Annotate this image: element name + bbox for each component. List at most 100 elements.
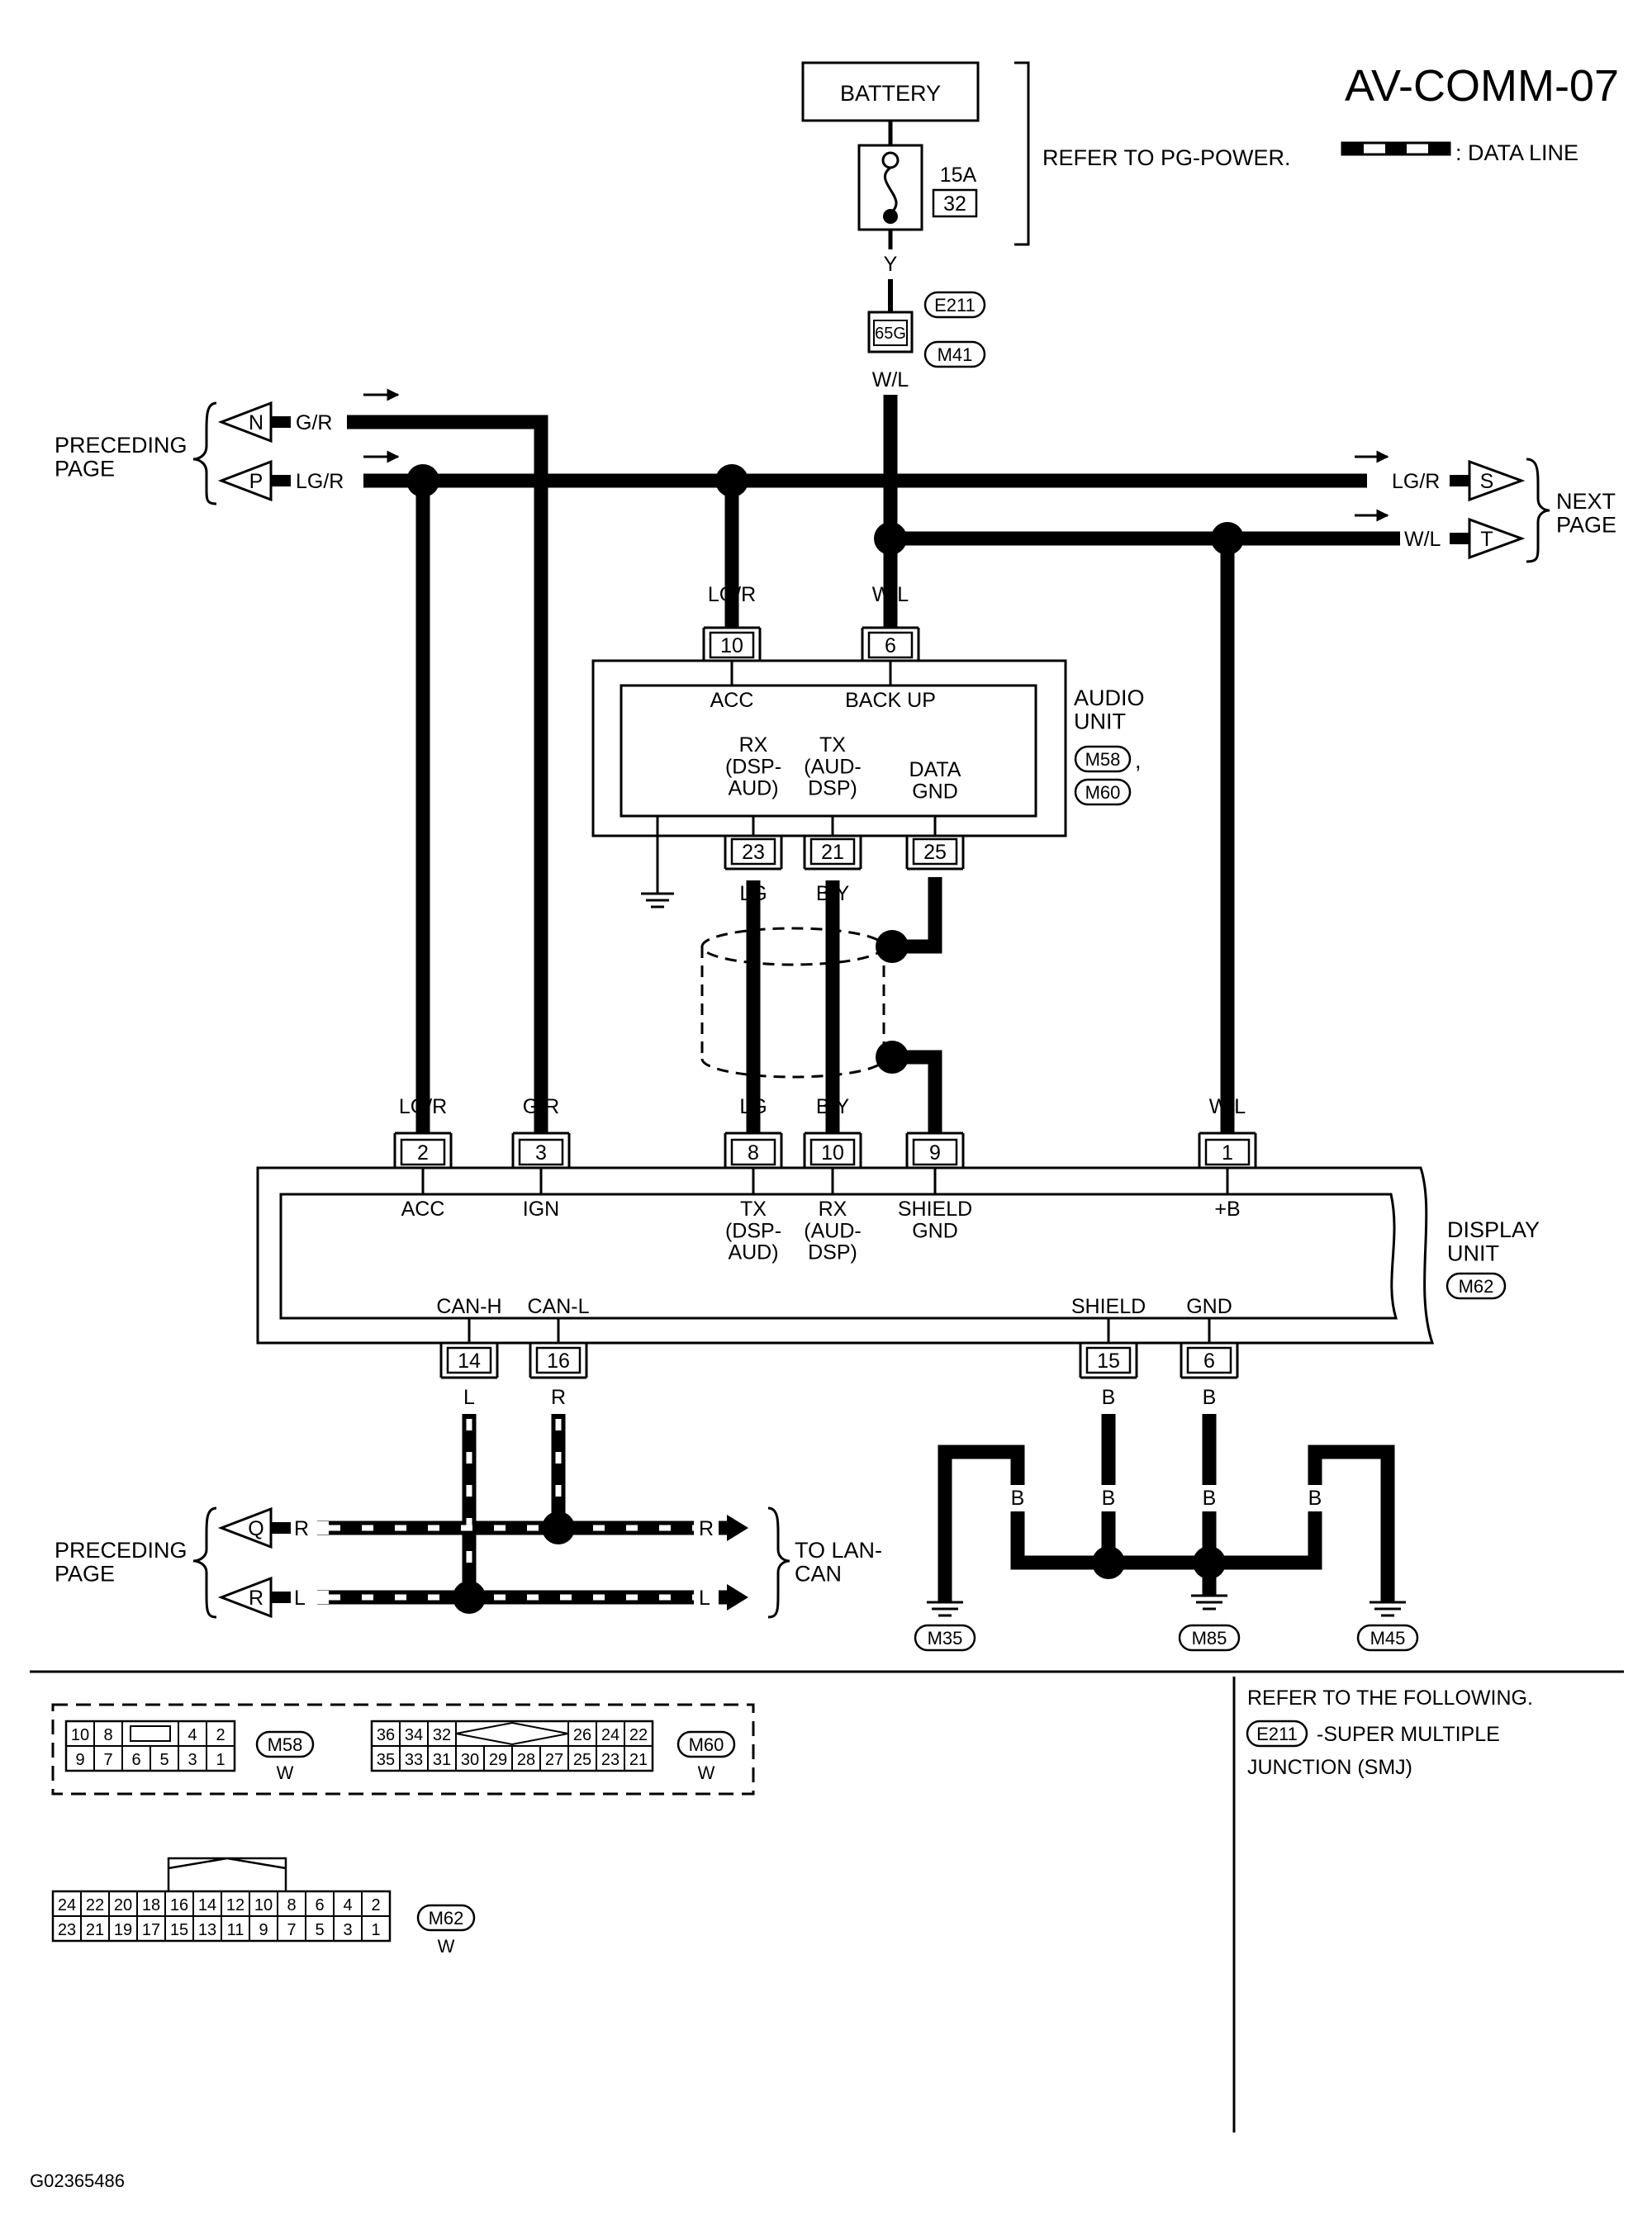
link-n[interactable]: N G/R bbox=[217, 401, 332, 444]
refer-line2: -SUPER MULTIPLE bbox=[1317, 1723, 1500, 1746]
pin-number: 8 bbox=[287, 1896, 296, 1914]
display-pin-shield: 9 bbox=[929, 1141, 941, 1165]
to-lan-can-bracket: TO LAN-CAN bbox=[767, 1506, 882, 1619]
joint-connector-65g: 65G E211 M41 bbox=[867, 291, 986, 368]
wire-r-left: R bbox=[294, 1517, 309, 1540]
display-label-rx: RX(AUD-DSP) bbox=[804, 1198, 861, 1264]
connector-id-badge bbox=[255, 1730, 315, 1758]
gnd-wire-b-4: B bbox=[1203, 1487, 1217, 1510]
joint-conn-e211: E211 bbox=[934, 295, 976, 315]
pin-number: 12 bbox=[226, 1896, 244, 1914]
wire-r-right-text: R bbox=[699, 1517, 714, 1540]
connector-id-badge bbox=[676, 1730, 736, 1758]
gnd-wire-b-6: B bbox=[1381, 1487, 1395, 1510]
text-line: UNIT bbox=[1074, 709, 1126, 733]
pin-number: 6 bbox=[131, 1751, 140, 1769]
audio-label-backup: BACK UP bbox=[845, 689, 936, 712]
audio-label-acc: ACC bbox=[710, 689, 754, 712]
connector-latch bbox=[167, 1857, 287, 1891]
data-line-legend: : DATA LINE bbox=[1341, 140, 1578, 165]
ground-m85: M85 bbox=[1192, 1628, 1227, 1649]
pin-number: 10 bbox=[254, 1896, 273, 1914]
can-lines bbox=[317, 1414, 748, 1614]
audio-label-rx: RX(DSP-AUD) bbox=[725, 733, 781, 800]
pin-number: 30 bbox=[461, 1751, 479, 1769]
pin-number: 24 bbox=[601, 1726, 620, 1744]
display-wire-ign: G/R bbox=[523, 1095, 559, 1118]
battery: BATTERY bbox=[801, 61, 980, 122]
wire-gr-left: G/R bbox=[296, 411, 332, 434]
pin-number: 25 bbox=[573, 1751, 591, 1769]
wire-color-wl-top: W/L bbox=[872, 368, 909, 391]
audio-connectors-group bbox=[51, 1703, 755, 1796]
pin-number: 3 bbox=[343, 1921, 352, 1939]
pin-number: 36 bbox=[377, 1726, 395, 1744]
pin-number: 5 bbox=[159, 1751, 169, 1769]
display-bottom-pins: CAN-H 14 L CAN-L 16 R SHIELD 15 B GND 6 … bbox=[436, 1295, 1239, 1409]
display-label-b: +B bbox=[1214, 1198, 1240, 1221]
audio-label-tx: TX(AUD-DSP) bbox=[804, 733, 861, 800]
gnd-wire-b-3: B bbox=[1102, 1487, 1116, 1510]
text-line: (AUD- bbox=[804, 755, 861, 778]
pin-number: 14 bbox=[198, 1896, 216, 1914]
pin-number: 9 bbox=[75, 1751, 84, 1769]
display-label-gnd: GND bbox=[1186, 1295, 1232, 1318]
gnd-wire-b-1: B bbox=[938, 1487, 952, 1510]
connector-color: W bbox=[698, 1762, 715, 1783]
link-r-label: R bbox=[249, 1587, 263, 1610]
pin-number: 26 bbox=[573, 1726, 591, 1744]
link-p[interactable]: P LG/R bbox=[217, 459, 344, 502]
text-line: (DSP- bbox=[725, 1219, 781, 1242]
connector-color: W bbox=[438, 1936, 455, 1957]
connector-id: M58 bbox=[268, 1734, 303, 1755]
pin-number: 4 bbox=[188, 1726, 197, 1744]
pin-number: 7 bbox=[287, 1921, 296, 1939]
wire-color-y: Y bbox=[884, 253, 898, 276]
link-p-label: P bbox=[249, 470, 263, 493]
pin-number: 21 bbox=[86, 1921, 104, 1939]
display-wire-rx: B/Y bbox=[816, 1095, 850, 1118]
ground-connectors: M35 M85 M45 bbox=[914, 1624, 1419, 1652]
wire-wl-right: W/L bbox=[1404, 528, 1441, 551]
wire-lgr-right: LG/R bbox=[1392, 470, 1440, 493]
audio-pin-rx: 23 bbox=[742, 841, 765, 864]
refer-line3: JUNCTION (SMJ) bbox=[1247, 1756, 1412, 1779]
fuse-rating: 15A bbox=[940, 164, 977, 187]
pin-number: 16 bbox=[170, 1896, 188, 1914]
display-label-canh: CAN-H bbox=[436, 1295, 501, 1318]
text-line: UNIT bbox=[1447, 1241, 1499, 1265]
pin-number: 23 bbox=[58, 1921, 76, 1939]
fuse-32: 15A 32 bbox=[857, 121, 978, 231]
link-r[interactable]: R L bbox=[217, 1576, 306, 1619]
display-wire-acc: LG/R bbox=[399, 1095, 447, 1118]
pin-number: 35 bbox=[377, 1751, 395, 1769]
pin-number: 20 bbox=[114, 1896, 132, 1914]
wire-lgr-left: LG/R bbox=[296, 470, 344, 493]
pin-number: 21 bbox=[629, 1751, 648, 1769]
link-t[interactable]: W/L T bbox=[1355, 509, 1526, 560]
link-s[interactable]: LG/R S bbox=[1355, 450, 1526, 502]
pin-number: 11 bbox=[227, 1921, 244, 1939]
to-lan-can-label: TO LAN-CAN bbox=[795, 1538, 882, 1586]
audio-pin-gnd: 25 bbox=[923, 841, 947, 864]
display-wire-shield2: B bbox=[1102, 1386, 1116, 1409]
display-label-tx: TX(DSP-AUD) bbox=[725, 1198, 781, 1264]
display-wire-canl: R bbox=[551, 1386, 566, 1409]
display-pin-gnd: 6 bbox=[1203, 1350, 1215, 1373]
link-q[interactable]: Q R bbox=[217, 1506, 309, 1549]
pin-number: 24 bbox=[58, 1896, 76, 1914]
display-wire-tx: LG bbox=[739, 1095, 767, 1118]
connector-id: M62 bbox=[429, 1908, 464, 1928]
text-line: PAGE bbox=[55, 1561, 115, 1586]
display-pin-shield2: 15 bbox=[1097, 1350, 1120, 1373]
display-pin-canh: 14 bbox=[458, 1350, 481, 1373]
display-label-canl: CAN-L bbox=[527, 1295, 589, 1318]
pin-number: 2 bbox=[216, 1726, 225, 1744]
refer-box: REFER TO THE FOLLOWING. E211 -SUPER MULT… bbox=[1246, 1687, 1533, 1779]
